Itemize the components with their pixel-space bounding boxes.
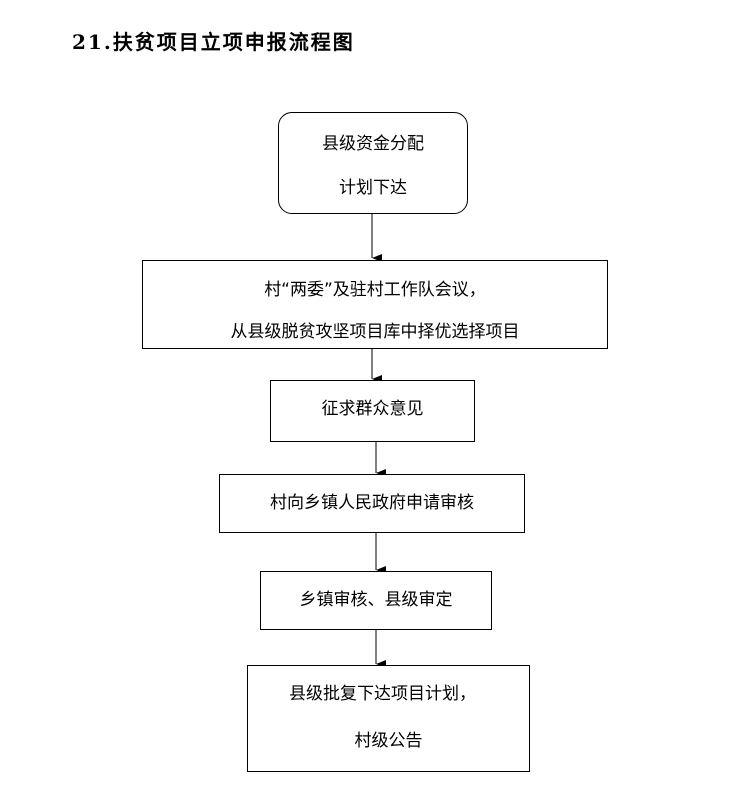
step-text: 县级资金分配 [322,134,424,154]
step-county-fund-allocation: 县级资金分配 计划下达 [278,112,468,214]
step-text: 征求群众意见 [321,399,424,419]
step-county-approval: 县级批复下达项目计划， 村级公告 [247,665,530,772]
step-text: 村向乡镇人民政府申请审核 [270,493,474,513]
step-text: 从县级脱贫攻坚项目库中择优选择项目 [230,322,520,342]
step-village-meeting: 村“两委”及驻村工作队会议， 从县级脱贫攻坚项目库中择优选择项目 [142,260,608,349]
step-text: 村级公告 [354,731,423,751]
page-title: 21.扶贫项目立项申报流程图 [72,30,355,54]
step-public-opinion: 征求群众意见 [270,380,475,442]
step-text: 乡镇审核、县级审定 [299,590,453,610]
step-text: 计划下达 [339,178,407,198]
step-town-application: 村向乡镇人民政府申请审核 [219,474,525,533]
step-town-county-review: 乡镇审核、县级审定 [260,571,492,630]
step-text: 村“两委”及驻村工作队会议， [264,280,486,300]
step-text: 县级批复下达项目计划， [289,684,476,704]
